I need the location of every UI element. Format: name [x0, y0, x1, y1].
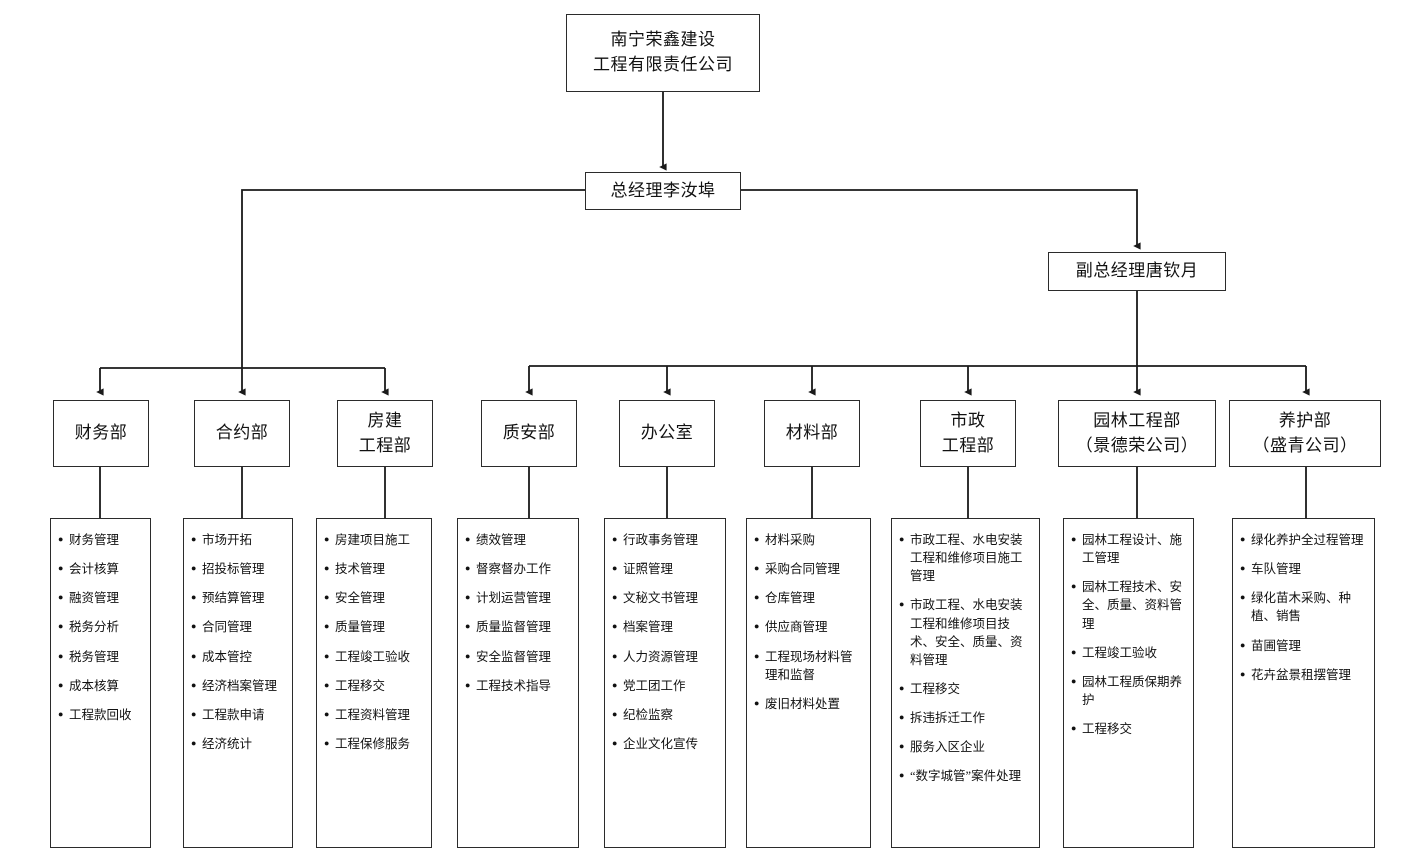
duty-item: 合同管理	[191, 618, 285, 636]
duty-list-building-engineering: 房建项目施工技术管理安全管理质量管理工程竣工验收工程移交工程资料管理工程保修服务	[316, 518, 432, 848]
duty-list-finance: 财务管理会计核算融资管理税务分析税务管理成本核算工程款回收	[50, 518, 151, 848]
duty-item: 花卉盆景租摆管理	[1240, 666, 1367, 684]
duty-item: 市政工程、水电安装工程和维修项目技术、安全、质量、资料管理	[899, 596, 1032, 669]
duty-item: 废旧材料处置	[754, 695, 863, 713]
node-company-root[interactable]: 南宁荣鑫建设 工程有限责任公司	[566, 14, 760, 92]
duty-item: 市政工程、水电安装工程和维修项目施工管理	[899, 531, 1032, 585]
department-name-line: 市政	[950, 410, 986, 430]
duty-item: 工程款申请	[191, 706, 285, 724]
duty-item: 会计核算	[58, 560, 143, 578]
duty-item: 融资管理	[58, 589, 143, 607]
duty-item: 材料采购	[754, 531, 863, 549]
node-department-materials[interactable]: 材料部	[764, 400, 860, 467]
department-name-line: 办公室	[640, 423, 694, 443]
node-department-landscape-engineering[interactable]: 园林工程部 （景德荣公司）	[1058, 400, 1216, 467]
duty-item: 工程资料管理	[324, 706, 424, 724]
duty-list-office: 行政事务管理证照管理文秘文书管理档案管理人力资源管理党工团工作纪检监察企业文化宣…	[604, 518, 726, 848]
duty-item: 园林工程质保期养护	[1071, 673, 1186, 709]
duty-item: 工程款回收	[58, 706, 143, 724]
department-name-line: 房建	[367, 410, 403, 430]
duty-item: 成本核算	[58, 677, 143, 695]
duty-item: 行政事务管理	[612, 531, 718, 549]
department-name-line: （盛青公司）	[1252, 435, 1358, 455]
node-deputy-general-manager[interactable]: 副总经理唐钦月	[1048, 252, 1226, 291]
node-department-office[interactable]: 办公室	[619, 400, 715, 467]
duty-item: 党工团工作	[612, 677, 718, 695]
duty-item: 质量监督管理	[465, 618, 571, 636]
department-name-line: （景德荣公司）	[1075, 435, 1199, 455]
department-name-line: 工程部	[941, 435, 995, 455]
deputy-general-manager-label: 副总经理唐钦月	[1075, 261, 1199, 281]
duty-item: 督察督办工作	[465, 560, 571, 578]
duty-item: 企业文化宣传	[612, 735, 718, 753]
duty-item: 绩效管理	[465, 531, 571, 549]
duty-item: 园林工程技术、安全、质量、资料管理	[1071, 578, 1186, 632]
duty-item: 绿化养护全过程管理	[1240, 531, 1367, 549]
department-name-line: 工程部	[358, 435, 412, 455]
department-name-line: 材料部	[785, 423, 839, 443]
duty-item: 档案管理	[612, 618, 718, 636]
duty-item: 拆违拆迁工作	[899, 709, 1032, 727]
duty-item: 技术管理	[324, 560, 424, 578]
duty-list-municipal-engineering: 市政工程、水电安装工程和维修项目施工管理市政工程、水电安装工程和维修项目技术、安…	[891, 518, 1040, 848]
department-name-line: 养护部	[1278, 410, 1332, 430]
node-department-finance[interactable]: 财务部	[53, 400, 149, 467]
duty-list-landscape-engineering: 园林工程设计、施工管理园林工程技术、安全、质量、资料管理工程竣工验收园林工程质保…	[1063, 518, 1194, 848]
node-department-maintenance[interactable]: 养护部 （盛青公司）	[1229, 400, 1381, 467]
duty-item: 人力资源管理	[612, 648, 718, 666]
duty-item: 预结算管理	[191, 589, 285, 607]
department-name-line: 合约部	[215, 423, 269, 443]
duty-item: 工程现场材料管理和监督	[754, 648, 863, 684]
duty-item: 纪检监察	[612, 706, 718, 724]
duty-item: 苗圃管理	[1240, 637, 1367, 655]
node-general-manager[interactable]: 总经理李汝埠	[585, 172, 741, 210]
company-name-line-2: 工程有限责任公司	[593, 55, 733, 74]
duty-item: 房建项目施工	[324, 531, 424, 549]
department-name-line: 质安部	[502, 423, 556, 443]
duty-item: 税务管理	[58, 648, 143, 666]
node-department-quality-safety[interactable]: 质安部	[481, 400, 577, 467]
duty-item: 工程竣工验收	[324, 648, 424, 666]
department-name-line: 园林工程部	[1093, 410, 1181, 430]
duty-item: 招投标管理	[191, 560, 285, 578]
duty-item: 采购合同管理	[754, 560, 863, 578]
duty-item: 成本管控	[191, 648, 285, 666]
node-department-contract[interactable]: 合约部	[194, 400, 290, 467]
duty-item: 安全监督管理	[465, 648, 571, 666]
duty-item: 经济统计	[191, 735, 285, 753]
duty-item: 仓库管理	[754, 589, 863, 607]
duty-item: 经济档案管理	[191, 677, 285, 695]
duty-item: 工程保修服务	[324, 735, 424, 753]
department-name-line: 财务部	[74, 423, 128, 443]
duty-item: 工程移交	[324, 677, 424, 695]
duty-item: 工程技术指导	[465, 677, 571, 695]
duty-item: “数字城管”案件处理	[899, 767, 1032, 785]
duty-item: 质量管理	[324, 618, 424, 636]
duty-item: 工程移交	[1071, 720, 1186, 738]
node-department-building-engineering[interactable]: 房建 工程部	[337, 400, 433, 467]
duty-item: 财务管理	[58, 531, 143, 549]
duty-item: 安全管理	[324, 589, 424, 607]
duty-item: 服务入区企业	[899, 738, 1032, 756]
duty-item: 园林工程设计、施工管理	[1071, 531, 1186, 567]
node-department-municipal-engineering[interactable]: 市政 工程部	[920, 400, 1016, 467]
company-name-line-1: 南宁荣鑫建设	[610, 30, 716, 50]
duty-list-contract: 市场开拓招投标管理预结算管理合同管理成本管控经济档案管理工程款申请经济统计	[183, 518, 293, 848]
duty-item: 工程移交	[899, 680, 1032, 698]
duty-item: 工程竣工验收	[1071, 644, 1186, 662]
duty-item: 证照管理	[612, 560, 718, 578]
duty-list-maintenance: 绿化养护全过程管理车队管理绿化苗木采购、种植、销售苗圃管理花卉盆景租摆管理	[1232, 518, 1375, 848]
duty-item: 文秘文书管理	[612, 589, 718, 607]
duty-item: 计划运营管理	[465, 589, 571, 607]
general-manager-label: 总经理李汝埠	[610, 180, 716, 200]
duty-item: 绿化苗木采购、种植、销售	[1240, 589, 1367, 625]
duty-item: 税务分析	[58, 618, 143, 636]
duty-list-materials: 材料采购采购合同管理仓库管理供应商管理工程现场材料管理和监督废旧材料处置	[746, 518, 871, 848]
duty-item: 供应商管理	[754, 618, 863, 636]
duty-item: 市场开拓	[191, 531, 285, 549]
duty-list-quality-safety: 绩效管理督察督办工作计划运营管理质量监督管理安全监督管理工程技术指导	[457, 518, 579, 848]
duty-item: 车队管理	[1240, 560, 1367, 578]
